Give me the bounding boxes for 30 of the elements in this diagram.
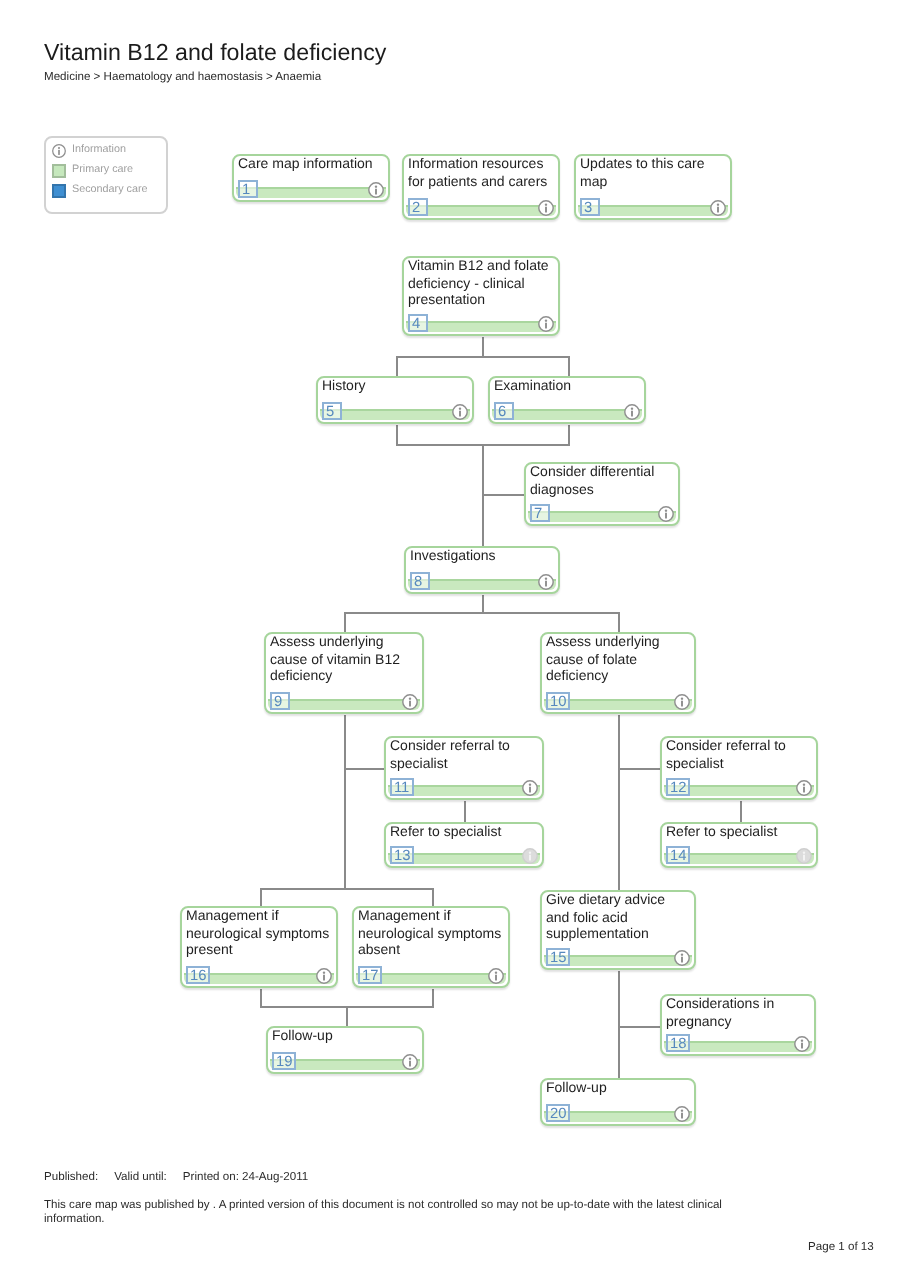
connector-line (618, 714, 620, 892)
process-box (402, 154, 560, 220)
process-box (266, 1026, 424, 1074)
process-box (540, 632, 696, 714)
process-box (352, 906, 510, 988)
process-box (574, 154, 732, 220)
connector-line (346, 988, 434, 1028)
process-box (180, 906, 338, 988)
process-box (402, 256, 560, 336)
connector-line (482, 336, 570, 378)
process-box (384, 822, 544, 868)
process-box (660, 994, 816, 1056)
connector-line (464, 800, 466, 824)
process-box (404, 546, 560, 594)
process-box (524, 462, 680, 526)
process-box (316, 376, 474, 424)
diagram-title: Vitamin B12 and folate deficiency (44, 40, 387, 68)
connector-line (344, 714, 434, 908)
process-box (232, 154, 390, 202)
process-box (384, 736, 544, 800)
connector-line (740, 800, 742, 824)
connector-line (618, 970, 620, 1080)
connector-line (482, 424, 570, 548)
process-box (264, 632, 424, 714)
process-box (660, 736, 818, 800)
process-box (488, 376, 646, 424)
process-box (660, 822, 818, 868)
connector-line (482, 594, 620, 634)
process-box (540, 890, 696, 970)
process-box (540, 1078, 696, 1126)
